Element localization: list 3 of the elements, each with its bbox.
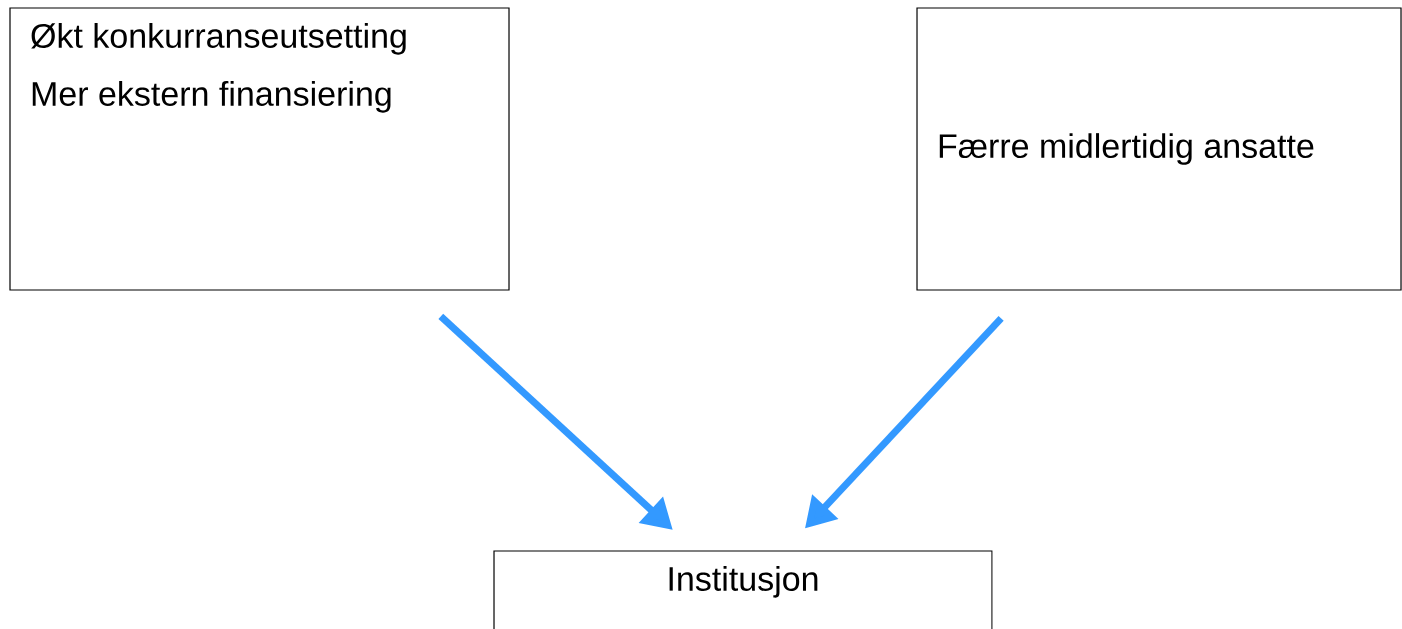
text-box: Økt konkurranseutsetting Mer ekstern finansiering (9, 7, 510, 291)
text-box: Færre midlertidig ansatte (916, 7, 1402, 291)
text-box: Institusjon (493, 550, 993, 629)
